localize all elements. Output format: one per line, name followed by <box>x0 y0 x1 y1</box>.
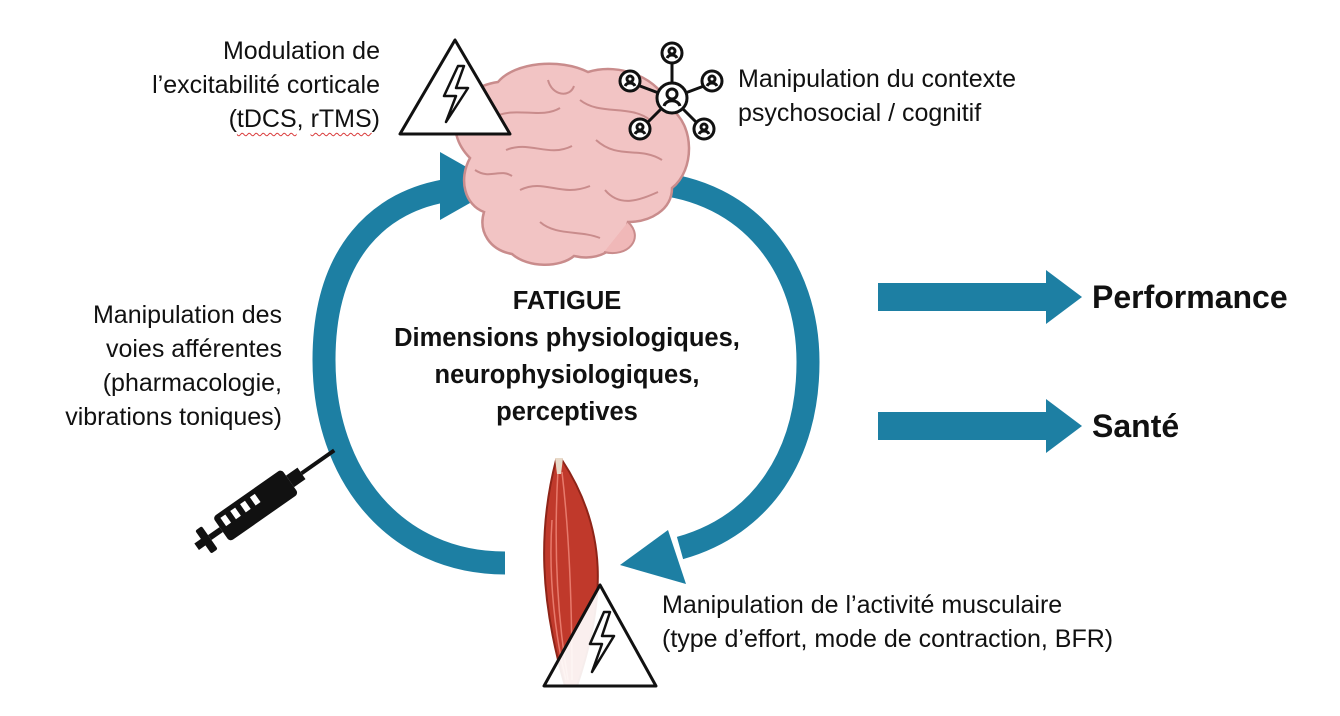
muscular-line-1: Manipulation de l’activité musculaire <box>662 591 1063 619</box>
muscular-line-2: (type d’effort, mode de contraction, BFR… <box>662 625 1114 653</box>
cortical-line-1: Modulation de <box>222 37 380 65</box>
health-label: Santé <box>1092 408 1180 444</box>
afferent-line-4: vibrations toniques) <box>65 403 282 431</box>
tdcs-term: tDCS <box>236 105 297 133</box>
syringe-icon <box>194 448 336 553</box>
brain-icon <box>454 62 691 266</box>
cortical-line-2: l’excitabilité corticale <box>152 71 380 99</box>
performance-arrow <box>878 270 1082 324</box>
paren-close: ) <box>371 105 380 133</box>
afferent-line-3: (pharmacologie, <box>102 369 282 397</box>
right-cycle-arrow <box>620 171 820 584</box>
psychosocial-line-1: Manipulation du contexte <box>738 65 1016 93</box>
fatigue-center-text: FATIGUE Dimensions physiologiques, neuro… <box>332 283 802 431</box>
performance-label: Performance <box>1092 279 1288 315</box>
cortical-line-3: (tDCS, rTMS) <box>152 102 380 136</box>
fatigue-line-1: Dimensions physiologiques, <box>394 324 740 352</box>
people-network-icon <box>618 41 724 141</box>
health-arrow <box>878 399 1082 453</box>
fatigue-line-2: neurophysiologiques, <box>434 361 700 389</box>
fatigue-line-3: perceptives <box>496 398 638 426</box>
lightning-warning-icon <box>398 38 512 136</box>
psychosocial-label: Manipulation du contexte psychosocial / … <box>738 62 1016 130</box>
lightning-warning-icon <box>542 583 658 688</box>
psychosocial-line-2: psychosocial / cognitif <box>738 99 982 127</box>
fatigue-title: FATIGUE <box>512 287 622 315</box>
separator: , <box>296 105 311 133</box>
muscular-activity-label: Manipulation de l’activité musculaire (t… <box>662 588 1113 656</box>
rtms-term: rTMS <box>310 105 372 133</box>
afferent-pathways-label: Manipulation des voies afférentes (pharm… <box>65 298 282 434</box>
afferent-line-2: voies afférentes <box>105 335 282 363</box>
cortical-modulation-label: Modulation de l’excitabilité corticale (… <box>152 34 380 136</box>
paren-open: ( <box>228 105 237 133</box>
afferent-line-1: Manipulation des <box>92 301 282 329</box>
